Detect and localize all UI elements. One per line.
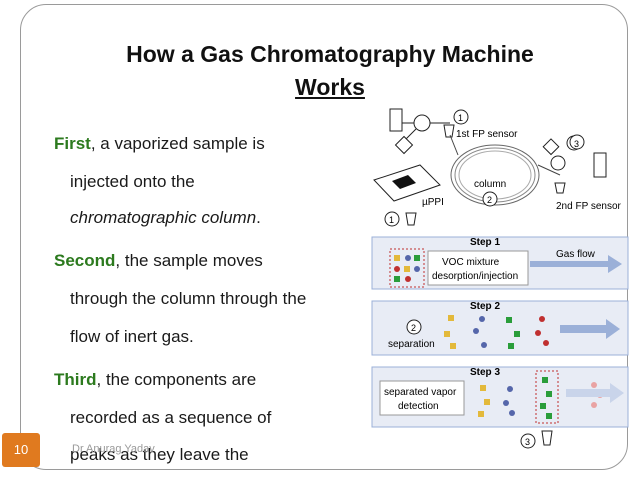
label-voc-line2: desorption/injection (432, 271, 518, 282)
label-detect-line1: separated vapor (384, 387, 457, 398)
circle-number: 1 (458, 113, 463, 123)
circle-number: 3 (525, 437, 530, 447)
label-gas-flow: Gas flow (556, 249, 596, 260)
para-line: injected onto the (70, 172, 195, 191)
footer-author: Dr Anurag Yadav (72, 443, 155, 455)
valve-icon (413, 114, 431, 132)
valve-block (389, 108, 403, 132)
title-line-2: Works (295, 74, 365, 100)
fp-sensor-2-icon (554, 182, 566, 194)
label-separation: separation (388, 339, 435, 350)
para-third: Third, the components are (54, 370, 256, 390)
step-3-label: Step 3 (470, 367, 500, 378)
label-column: column (474, 179, 506, 190)
label-uppi: µPPI (422, 197, 444, 208)
para-second-text: , the sample moves (115, 251, 263, 270)
slide-number-badge: 10 (2, 433, 40, 467)
para-punct: . (256, 208, 261, 227)
para-second: Second, the sample moves (54, 251, 263, 271)
detector-icon (541, 430, 553, 446)
title-line-1: How a Gas Chromatography Machine (126, 41, 534, 67)
para-line: peaks as they leave the (70, 445, 249, 464)
keyword-second: Second (54, 251, 116, 270)
circle-number: 3 (574, 139, 579, 149)
circle-number: 1 (389, 215, 394, 225)
step-2: Step 2 2 separation (371, 300, 629, 356)
step-1: Step 1 VOC mixture desorption/injection … (371, 236, 629, 290)
para-line: flow of inert gas. (70, 327, 194, 346)
gc-diagram: 1 1st FP sensor column 2 µPPI 3 2nd FP s… (371, 108, 629, 449)
keyword-first: First (54, 134, 91, 153)
apparatus: 1 1st FP sensor column 2 µPPI 3 2nd FP s… (373, 108, 622, 227)
para-line: recorded as a sequence of (70, 408, 272, 427)
circle-number: 2 (487, 195, 492, 205)
step-1-label: Step 1 (470, 237, 500, 248)
slide-title: How a Gas Chromatography Machine Works (60, 38, 600, 104)
fp-sensor-1-icon (443, 124, 455, 138)
step-3: Step 3 separated vapor detection 3 (371, 366, 629, 449)
para-first-text: , a vaporized sample is (90, 134, 265, 153)
label-fp-sensor-1: 1st FP sensor (456, 129, 518, 140)
label-voc-line1: VOC mixture (442, 257, 500, 268)
keyword-third: Third (54, 370, 97, 389)
para-line: chromatographic column. (70, 208, 261, 228)
label-detect-line2: detection (398, 401, 439, 412)
para-line: through the column through the (70, 289, 307, 308)
circle-number: 2 (411, 323, 416, 333)
label-fp-sensor-2: 2nd FP sensor (556, 201, 622, 212)
para-third-text: , the components are (96, 370, 257, 389)
para-first: First, a vaporized sample is (54, 134, 265, 154)
italic-term: chromatographic column (70, 208, 257, 227)
step-2-label: Step 2 (470, 301, 500, 312)
gas-flow-arrow (530, 255, 622, 273)
column-coil (450, 144, 540, 206)
